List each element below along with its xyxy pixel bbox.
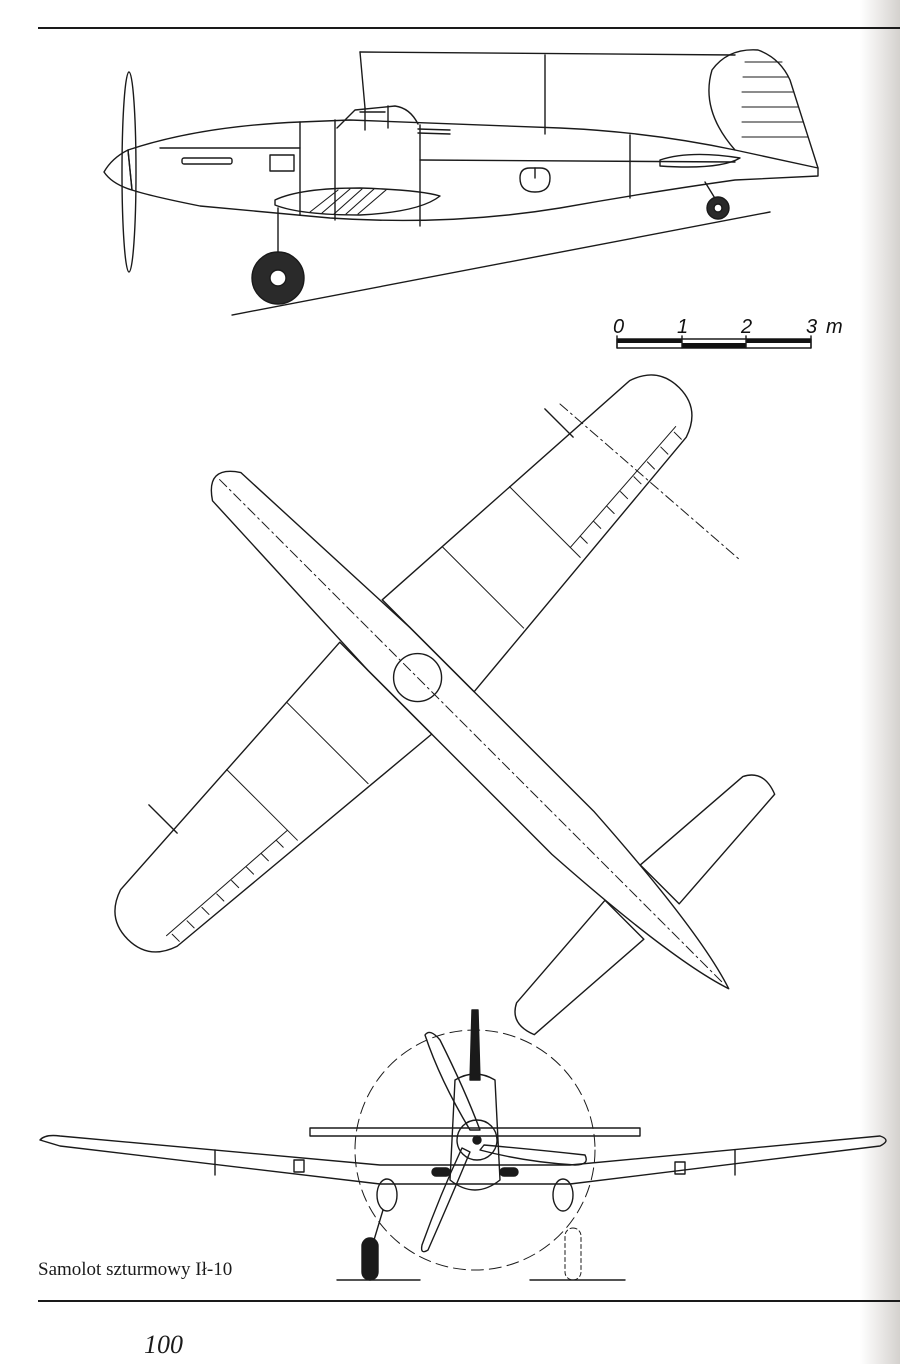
scale-unit: m [826,316,843,338]
side-view-drawing [103,49,819,316]
page-number: 100 [144,1330,183,1359]
propeller-dimension-line [559,403,741,561]
figure-caption: Samolot szturmowy Ił-10 [38,1259,233,1280]
plan-view-drawing [114,374,776,1036]
scale-tick-1: 1 [677,316,689,338]
front-view-drawing [39,1009,887,1281]
scale-bar [616,335,812,349]
bottom-rule [38,1300,900,1302]
scale-tick-3: 3 [806,316,818,338]
top-rule [38,27,900,29]
scale-tick-2: 2 [741,316,753,338]
scale-tick-0: 0 [613,316,625,338]
